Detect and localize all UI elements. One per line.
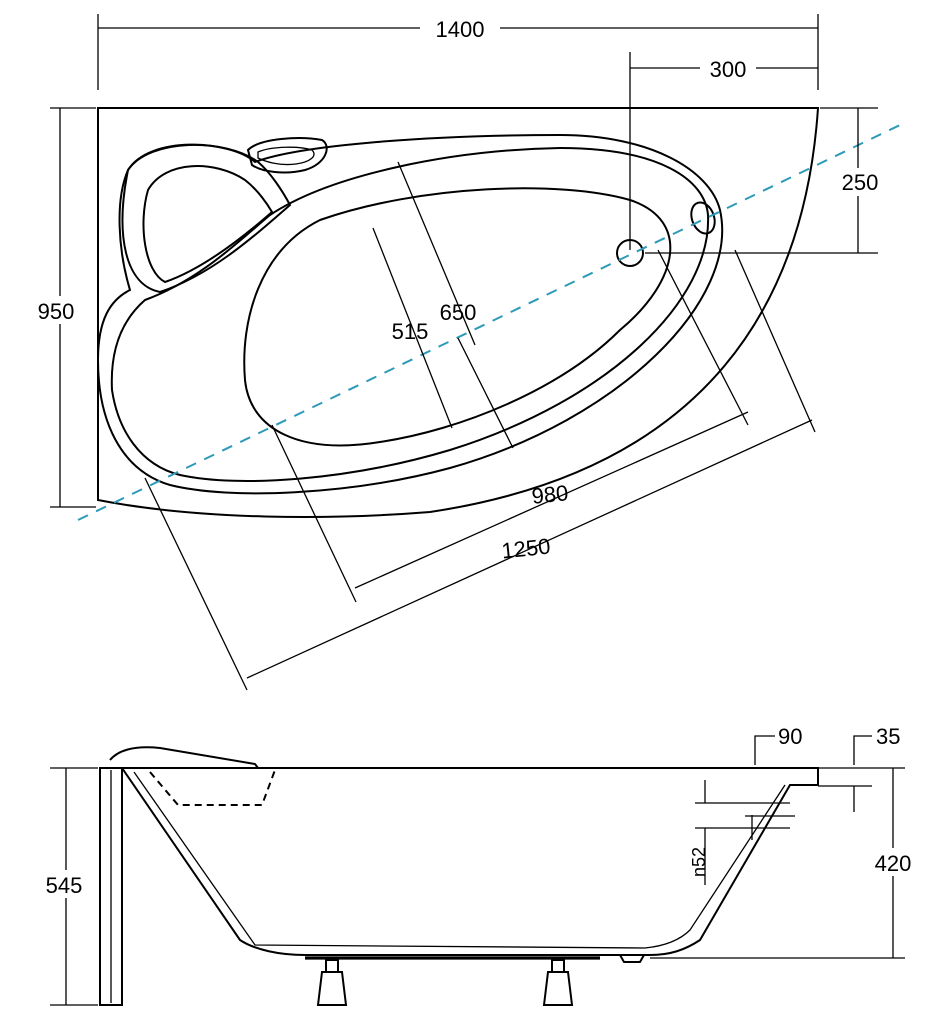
tub-outer-outline [97,107,820,518]
dim-label-420: 420 [875,851,912,876]
dim-label-980: 980 [530,480,569,509]
dim-label-n52: n52 [689,847,709,877]
dim-label-545: 545 [46,873,83,898]
dim-label-300: 300 [710,57,747,82]
dim-line-515-b [457,337,514,449]
grip-handle [246,137,328,174]
top-view: 1400 300 950 250 515 650 980 1250 [28,14,901,691]
headrest-outer [121,143,292,294]
ledge-contour [110,146,710,482]
dim-980-ext-right [657,249,749,426]
dim-35-leader [853,735,872,765]
side-view: 545 90 35 420 n52 [30,724,920,1006]
dim-label-1400: 1400 [436,17,485,42]
dim-label-650: 650 [440,300,477,325]
tub-side-inner-wall [133,771,786,949]
dim-1250-ext-right [734,249,816,433]
dim-label-515: 515 [392,319,429,344]
tub-axis-line [77,124,901,521]
drain-bump [619,954,645,963]
grip-handle-inner [257,146,315,166]
dim-980-line [354,411,749,589]
leg-left-stem [325,959,339,973]
dim-label-250: 250 [842,170,879,195]
tub-side-body [120,767,819,956]
leg-right-foot [542,971,574,1006]
dim-line-515-a [372,227,453,429]
tub-bottom-oval [243,187,672,447]
dim-1250-ext-left [144,477,248,691]
headrest-indent-dashed [149,769,276,806]
dim-1250-line [246,419,813,679]
dim-label-1250: 1250 [500,534,551,564]
rim-contour [96,133,723,495]
dim-line-650 [397,161,476,346]
dim-label-90: 90 [778,724,802,749]
headrest-side [109,746,259,769]
dim-980-ext-left [271,424,357,603]
dim-label-35: 35 [876,724,900,749]
apron-panel [99,767,123,1006]
overflow-outlet [690,201,716,235]
leg-right-stem [551,959,565,973]
leg-left-foot [316,971,348,1006]
dim-label-950: 950 [38,299,75,324]
dim-90-leader [754,735,775,765]
headrest-inner [142,165,274,284]
